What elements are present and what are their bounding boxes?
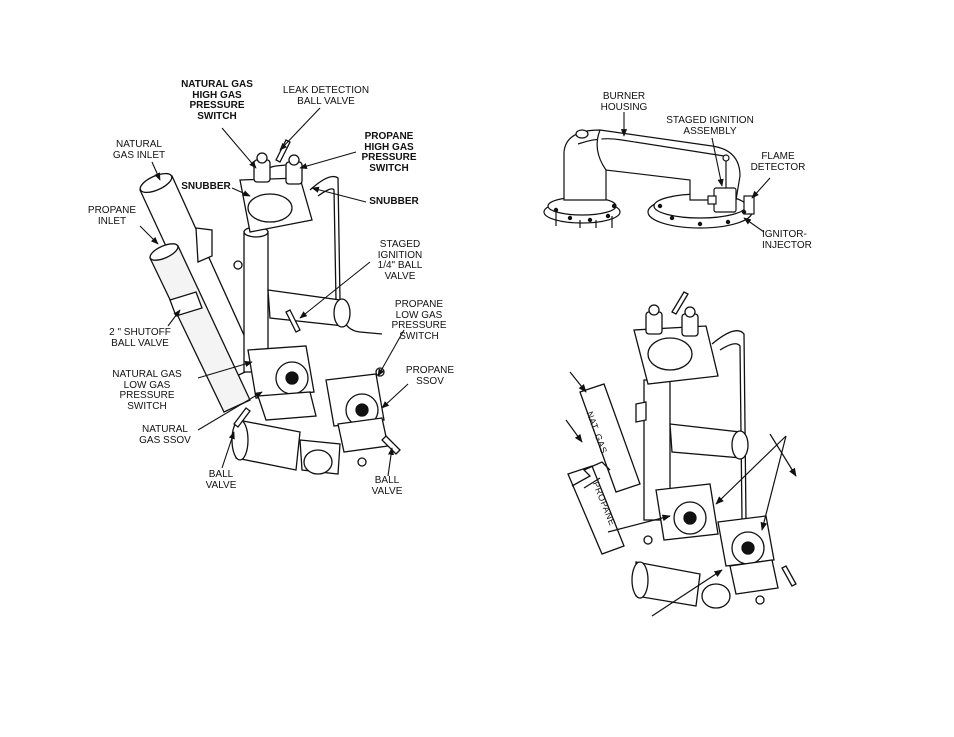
label-natural-gas-high-gas-pressure-switch: NATURAL GAS HIGH GAS PRESSURE SWITCH [181,79,253,122]
burner-housing-drawing [543,129,755,229]
label-propane-inlet: PROPANE INLET [87,205,137,227]
label-propane-low-gas-pressure-switch: PROPANE LOW GAS PRESSURE SWITCH [391,299,447,342]
label-flame-detector: FLAME DETECTOR [750,151,806,173]
label-leak-detection-ball-valve: LEAK DETECTION BALL VALVE [282,85,370,107]
burner-leader-lines [620,112,771,233]
label-snubber-right: SNUBBER [369,196,419,207]
label-ball-valve-right: BALL VALVE [371,475,403,497]
label-shutoff-ball-valve: 2 " SHUTOFF BALL VALVE [109,327,171,349]
label-propane-high-gas-pressure-switch: PROPANE HIGH GAS PRESSURE SWITCH [361,131,417,174]
label-snubber-left: SNUBBER [181,181,231,192]
label-ball-valve-left: BALL VALVE [205,469,237,491]
label-staged-ignition-ball-valve: STAGED IGNITION 1/4" BALL VALVE [377,239,423,282]
left-leader-lines [139,107,409,477]
label-staged-ignition-assembly: STAGED IGNITION ASSEMBLY [666,115,754,137]
label-ignitor-injector: IGNITOR- INJECTOR [762,229,812,251]
label-natural-gas-ssov: NATURAL GAS SSOV [139,424,191,446]
gas-train-view-arrows [565,371,797,617]
label-burner-housing: BURNER HOUSING [600,91,648,113]
label-natural-gas-low-gas-pressure-switch: NATURAL GAS LOW GAS PRESSURE SWITCH [112,369,182,412]
label-propane-ssov: PROPANE SSOV [405,365,455,387]
label-natural-gas-inlet: NATURAL GAS INLET [112,139,166,161]
